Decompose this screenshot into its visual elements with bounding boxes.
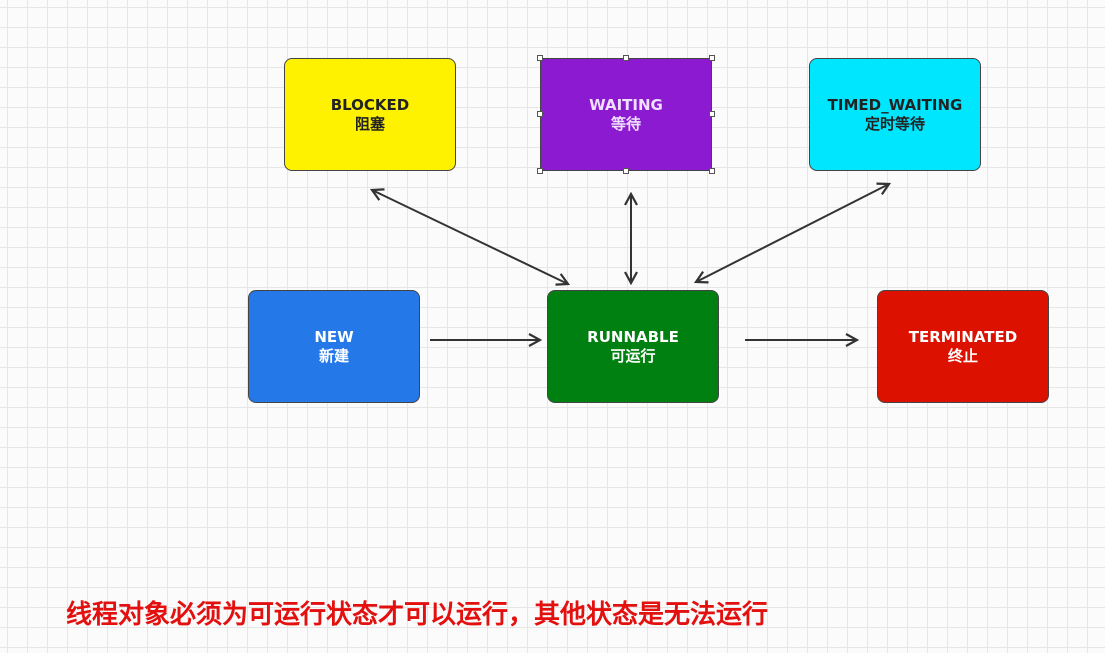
selection-handle-top-center[interactable]	[623, 55, 629, 61]
caption-text: 线程对象必须为可运行状态才可以运行，其他状态是无法运行	[66, 600, 769, 630]
node-timed-waiting-sublabel: 定时等待	[864, 114, 925, 133]
node-waiting-label: WAITING	[589, 95, 663, 114]
node-new[interactable]: NEW 新建	[248, 290, 420, 403]
node-terminated-sublabel: 终止	[947, 346, 978, 365]
node-timed-waiting[interactable]: TIMED_WAITING 定时等待	[809, 58, 981, 171]
node-new-sublabel: 新建	[318, 346, 349, 365]
node-blocked-sublabel: 阻塞	[354, 114, 385, 133]
arrow-blocked-runnable	[372, 190, 568, 284]
selection-handle-bottom-left[interactable]	[537, 168, 543, 174]
node-terminated-label: TERMINATED	[908, 327, 1018, 346]
node-blocked-label: BLOCKED	[330, 95, 410, 114]
node-waiting[interactable]: WAITING 等待	[540, 58, 712, 171]
selection-handle-middle-left[interactable]	[537, 111, 543, 117]
selection-handle-bottom-center[interactable]	[623, 168, 629, 174]
selection-handle-top-right[interactable]	[709, 55, 715, 61]
node-terminated[interactable]: TERMINATED 终止	[877, 290, 1049, 403]
node-timed-waiting-label: TIMED_WAITING	[827, 95, 963, 114]
node-runnable-sublabel: 可运行	[610, 346, 656, 365]
selection-handle-middle-right[interactable]	[709, 111, 715, 117]
node-blocked[interactable]: BLOCKED 阻塞	[284, 58, 456, 171]
selection-handle-top-left[interactable]	[537, 55, 543, 61]
selection-handle-bottom-right[interactable]	[709, 168, 715, 174]
arrow-timed-waiting-runnable	[696, 184, 889, 282]
node-new-label: NEW	[314, 327, 354, 346]
node-runnable[interactable]: RUNNABLE 可运行	[547, 290, 719, 403]
node-runnable-label: RUNNABLE	[587, 327, 679, 346]
node-waiting-sublabel: 等待	[610, 114, 641, 133]
